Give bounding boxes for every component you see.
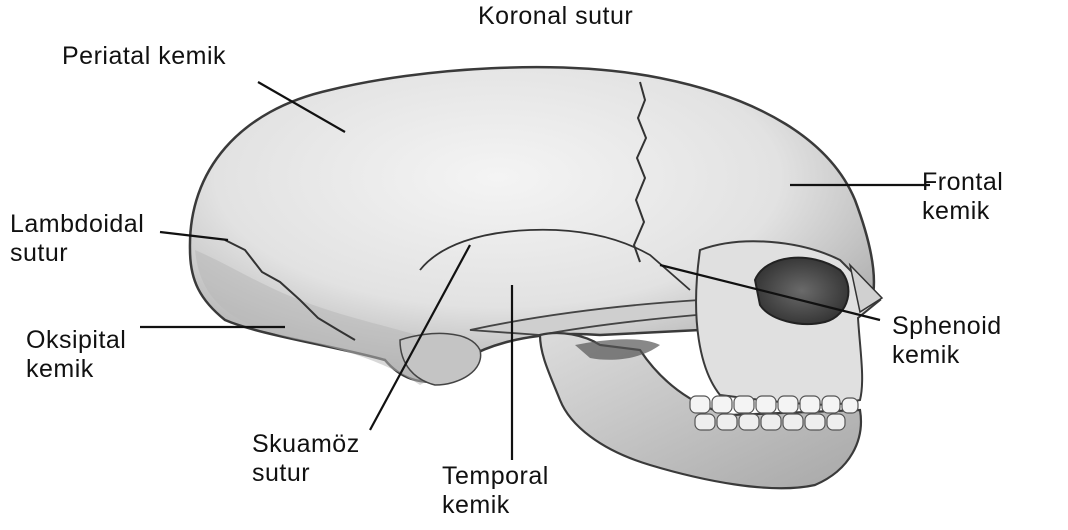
label-frontal-kemik: Frontal kemik	[922, 168, 1003, 226]
label-periatal-kemik: Periatal kemik	[62, 42, 226, 71]
upper-teeth	[690, 396, 858, 413]
label-oksipital-kemik: Oksipital kemik	[26, 326, 126, 384]
label-lambdoidal-line2: sutur	[10, 239, 144, 268]
label-periatal-line1: Periatal kemik	[62, 42, 226, 71]
label-temporal-line2: kemik	[442, 491, 549, 520]
label-skuamoz-sutur: Skuamöz sutur	[252, 430, 360, 488]
label-temporal-line1: Temporal	[442, 462, 549, 491]
label-sphenoid-line2: kemik	[892, 341, 1002, 370]
label-frontal-line1: Frontal	[922, 168, 1003, 197]
label-oksipital-line1: Oksipital	[26, 326, 126, 355]
label-koronal-line1: Koronal sutur	[478, 2, 633, 31]
label-skuamoz-line2: sutur	[252, 459, 360, 488]
label-temporal-kemik: Temporal kemik	[442, 462, 549, 520]
lower-teeth	[695, 414, 845, 430]
label-skuamoz-line1: Skuamöz	[252, 430, 360, 459]
label-lambdoidal-sutur: Lambdoidal sutur	[10, 210, 144, 268]
label-lambdoidal-line1: Lambdoidal	[10, 210, 144, 239]
orbit-cavity	[755, 258, 848, 324]
label-sphenoid-line1: Sphenoid	[892, 312, 1002, 341]
label-koronal-sutur: Koronal sutur	[478, 2, 633, 31]
label-frontal-line2: kemik	[922, 197, 1003, 226]
label-sphenoid-kemik: Sphenoid kemik	[892, 312, 1002, 370]
label-oksipital-line2: kemik	[26, 355, 126, 384]
